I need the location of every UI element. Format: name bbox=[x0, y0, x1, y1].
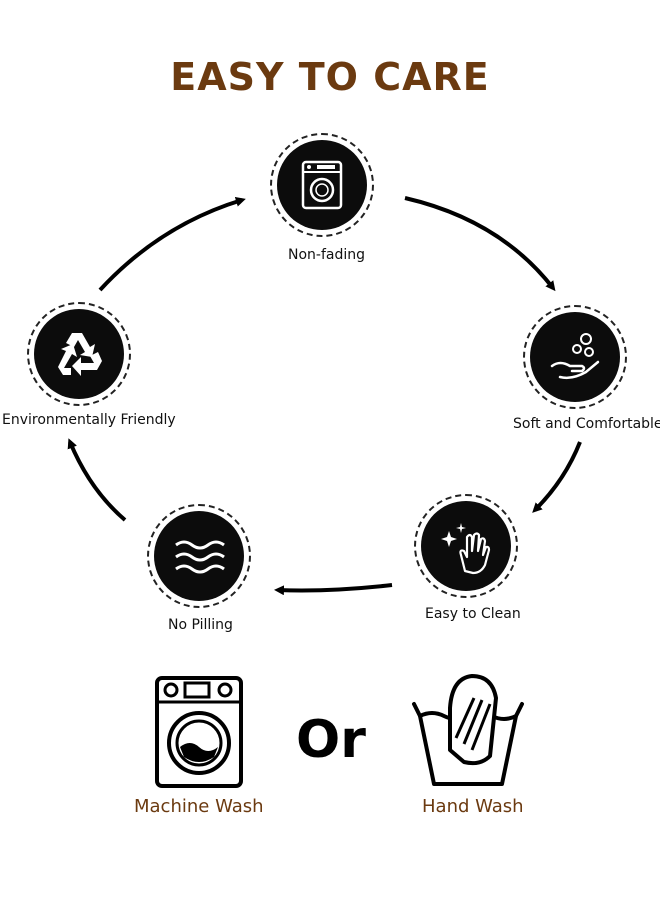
waves-icon bbox=[175, 540, 225, 574]
or-separator: Or bbox=[296, 710, 366, 770]
washing-machine-icon bbox=[301, 160, 343, 210]
feature-no-pilling bbox=[147, 504, 251, 608]
icon-disc bbox=[154, 511, 244, 601]
arrow-top-left bbox=[98, 196, 246, 292]
dashed-ring bbox=[523, 305, 627, 409]
icon-disc bbox=[34, 309, 124, 399]
bubbles-hand-icon bbox=[550, 333, 600, 380]
machine-wash-label: Machine Wash bbox=[134, 796, 264, 817]
feature-label-soft-and-comfortable: Soft and Comfortable bbox=[513, 416, 660, 432]
arrow-right bbox=[532, 441, 582, 513]
feature-non-fading bbox=[270, 133, 374, 237]
icon-disc bbox=[530, 312, 620, 402]
feature-label-environmentally-friendly: Environmentally Friendly bbox=[2, 412, 176, 428]
machine-wash-icon bbox=[155, 676, 243, 788]
hand-wash-basin-icon bbox=[412, 674, 524, 786]
feature-environmentally-friendly bbox=[27, 302, 131, 406]
feature-soft-and-comfortable bbox=[523, 305, 627, 409]
sparkle-hand-icon bbox=[441, 523, 491, 575]
arrow-top-right bbox=[404, 196, 556, 292]
arrow-bottom bbox=[274, 583, 393, 596]
icon-disc bbox=[277, 140, 367, 230]
feature-easy-to-clean bbox=[414, 494, 518, 598]
dashed-ring bbox=[414, 494, 518, 598]
dashed-ring bbox=[147, 504, 251, 608]
arrow-left bbox=[67, 438, 127, 522]
feature-label-easy-to-clean: Easy to Clean bbox=[425, 606, 521, 622]
feature-label-no-pilling: No Pilling bbox=[168, 617, 233, 633]
recycle-icon bbox=[58, 333, 102, 376]
dashed-ring bbox=[270, 133, 374, 237]
hand-wash-label: Hand Wash bbox=[422, 796, 524, 817]
dashed-ring bbox=[27, 302, 131, 406]
feature-label-non-fading: Non-fading bbox=[288, 247, 366, 263]
page-title: EASY TO CARE bbox=[170, 55, 490, 99]
